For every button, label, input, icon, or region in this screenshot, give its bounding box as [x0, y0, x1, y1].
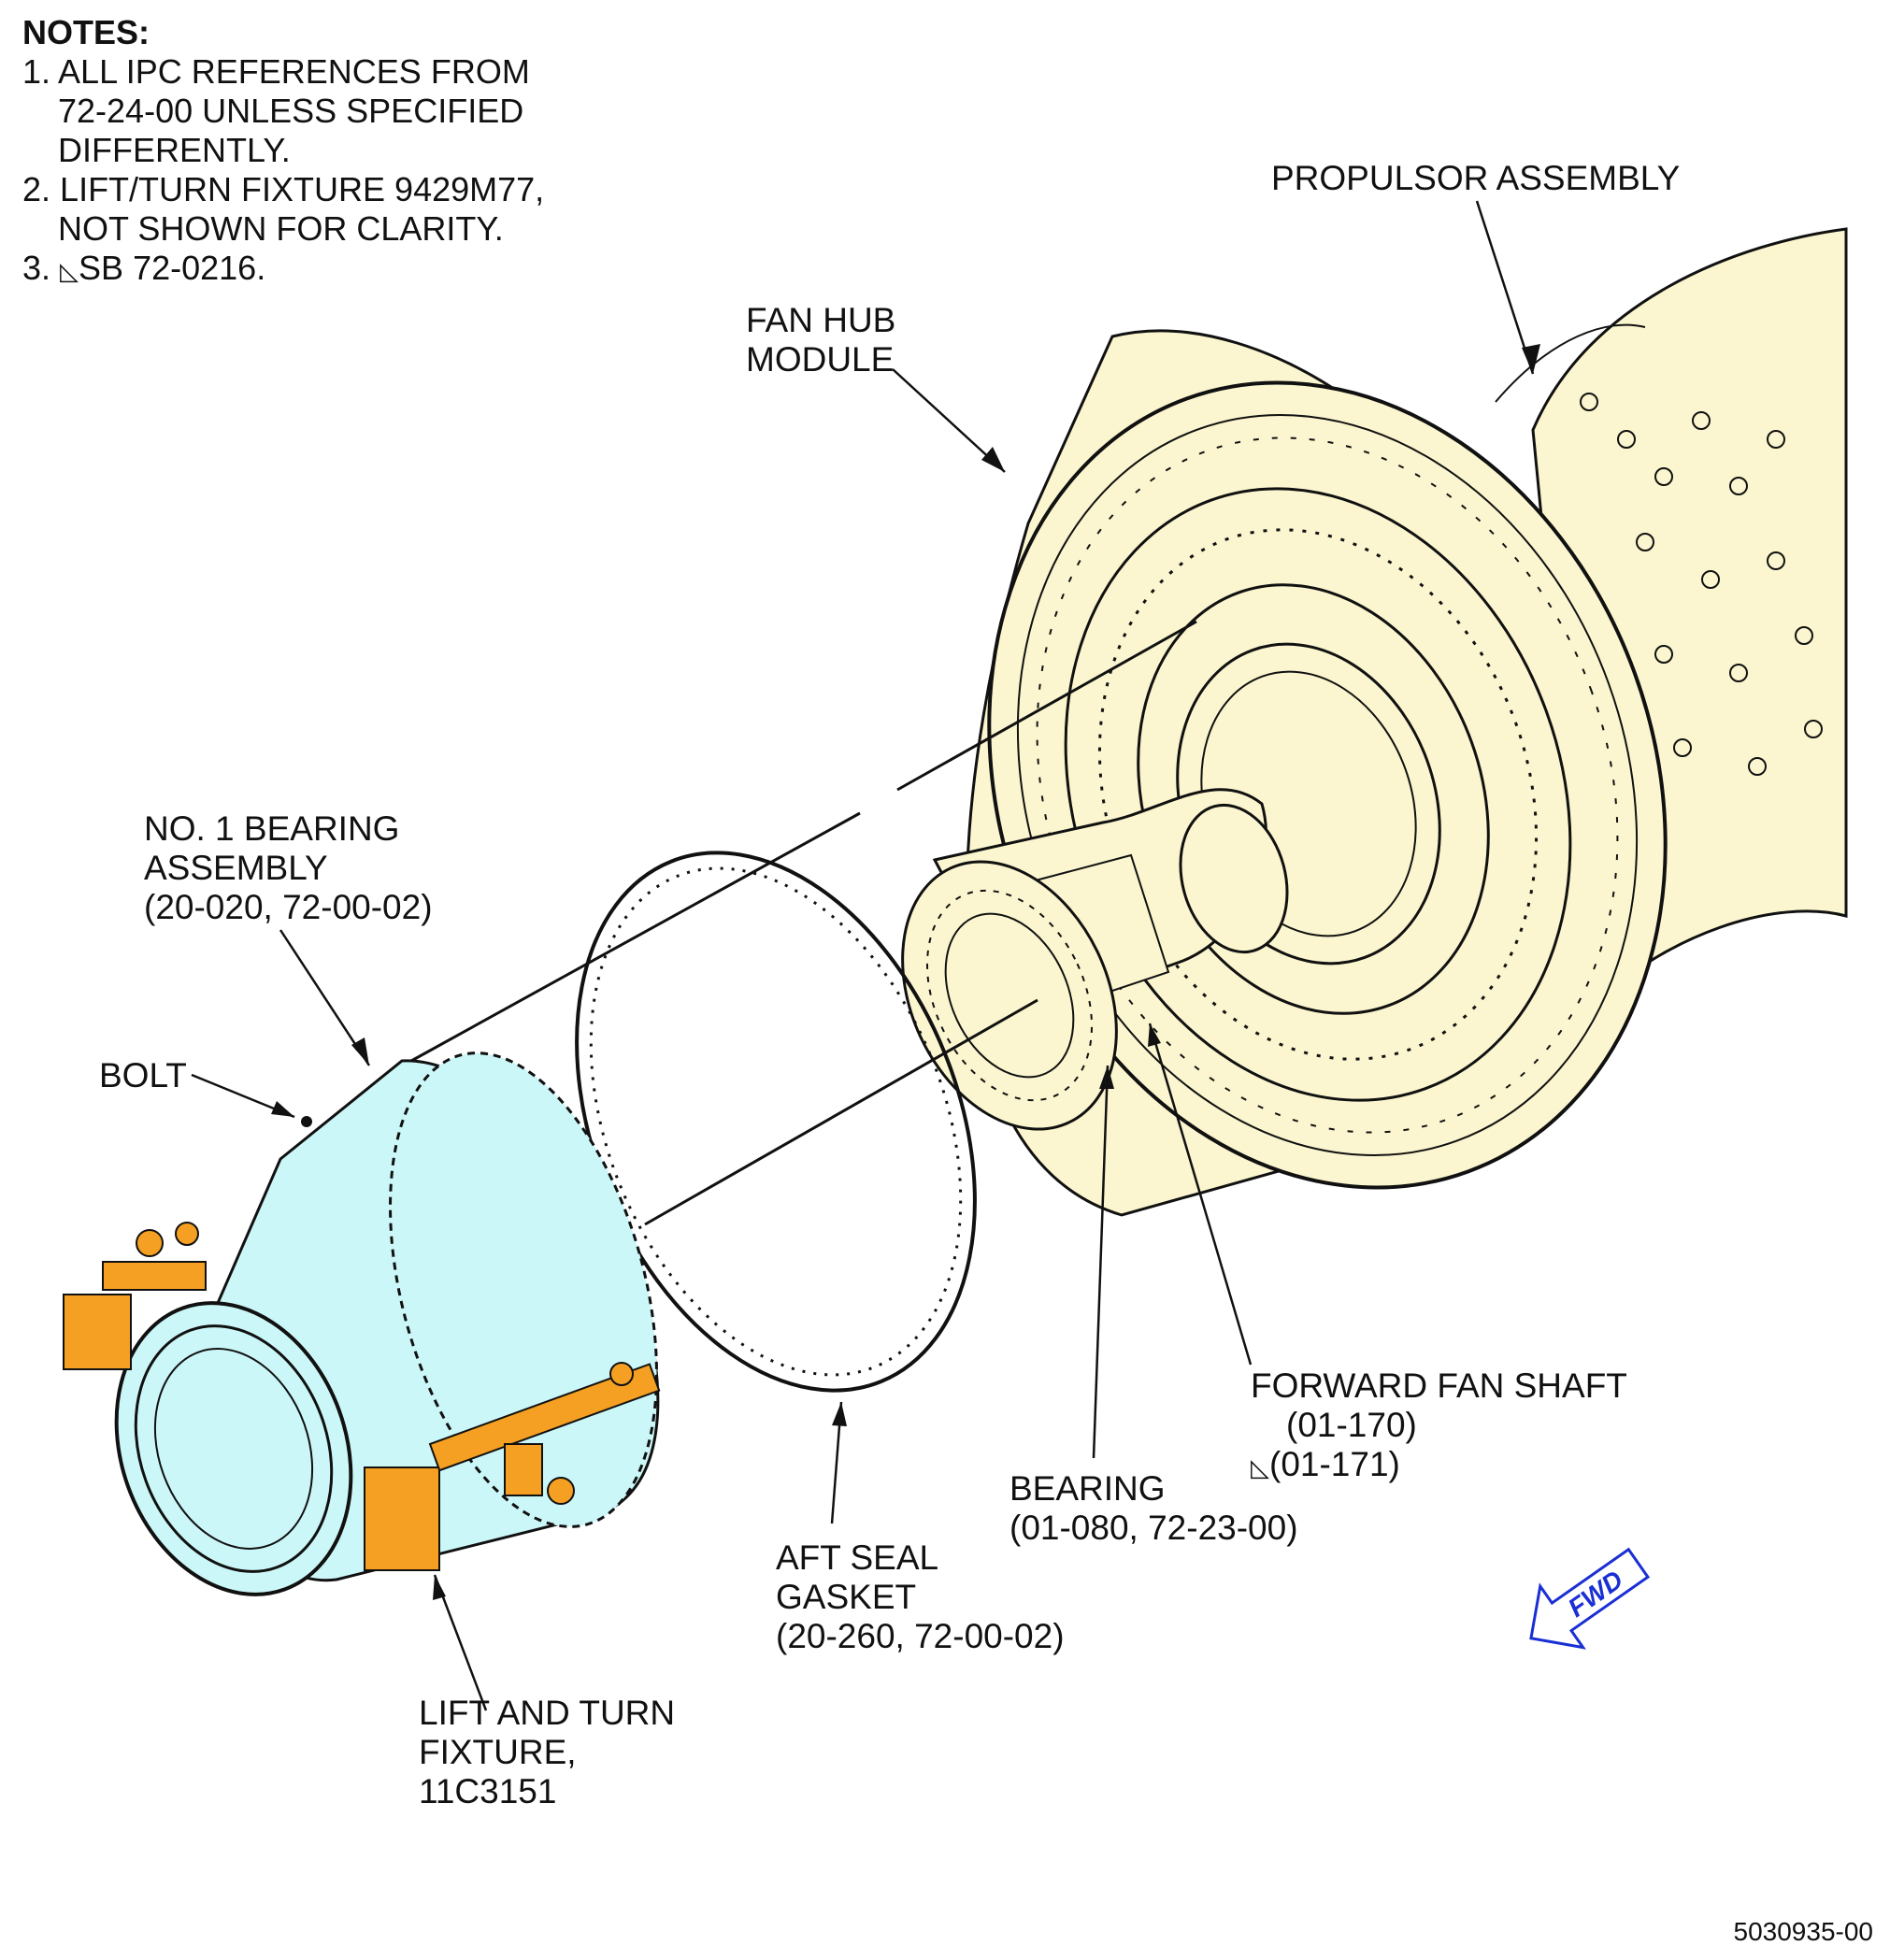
note-1: 1. ALL IPC REFERENCES FROM	[22, 52, 544, 92]
notes-block: NOTES: 1. ALL IPC REFERENCES FROM 72-24-…	[22, 13, 544, 291]
note-1-line-1: ALL IPC REFERENCES FROM	[58, 52, 530, 91]
fan-hub-label-line-1: FAN HUB	[746, 301, 896, 339]
note-2-number: 2.	[22, 170, 51, 208]
aft-seal-label-line-2: GASKET	[776, 1578, 917, 1616]
note-2-line-1: LIFT/TURN FIXTURE 9429M77,	[60, 170, 545, 208]
note-2-line-2: NOT SHOWN FOR CLARITY.	[58, 209, 504, 248]
aft-seal-gasket-label: AFT SEAL GASKET (20-260, 72-00-02)	[776, 1538, 1065, 1656]
bolt-label: BOLT	[99, 1056, 187, 1094]
leader-arrowheads	[271, 344, 1540, 1600]
forward-fan-shaft-label-line-3: (01-171)	[1269, 1445, 1400, 1483]
note-3-number: 3.	[22, 249, 51, 287]
propulsor-assembly-label: PROPULSOR ASSEMBLY	[1271, 159, 1681, 197]
aft-seal-label-line-3: (20-260, 72-00-02)	[776, 1617, 1065, 1655]
forward-fan-shaft-label-line-2: (01-170)	[1286, 1406, 1417, 1444]
fan-hub-module	[965, 329, 1668, 1217]
note-1-line-2: 72-24-00 UNLESS SPECIFIED	[58, 92, 524, 130]
alignment-lines	[410, 620, 1197, 1226]
note-3-line-1: SB 72-0216.	[79, 249, 266, 287]
forward-fan-shaft-label: FORWARD FAN SHAFT (01-170) ◺(01-171)	[1251, 1366, 1627, 1487]
no1-bearing-label-line-1: NO. 1 BEARING	[144, 809, 400, 848]
note-3: 3. ◺SB 72-0216.	[22, 249, 544, 291]
revision-triangle-icon: ◺	[1251, 1453, 1269, 1481]
no1-bearing-label: NO. 1 BEARING ASSEMBLY (20-020, 72-00-02…	[144, 809, 433, 927]
bearing-label: BEARING (01-080, 72-23-00)	[1009, 1469, 1298, 1548]
fan-hub-label-line-2: MODULE	[746, 340, 895, 379]
lift-turn-fixture	[63, 1222, 661, 1571]
bearing-label-line-1: BEARING	[1009, 1469, 1166, 1508]
note-2: 2. LIFT/TURN FIXTURE 9429M77,	[22, 170, 544, 209]
lift-turn-label-line-1: LIFT AND TURN	[419, 1694, 676, 1732]
forward-fan-shaft	[901, 788, 1289, 1131]
no1-bearing-label-line-3: (20-020, 72-00-02)	[144, 888, 433, 926]
leader-lines	[191, 200, 1535, 1711]
lift-turn-fixture-label: LIFT AND TURN FIXTURE, 11C3151	[419, 1694, 675, 1811]
lift-turn-label-line-3: 11C3151	[419, 1772, 557, 1810]
fan-hub-module-label: FAN HUB MODULE	[746, 301, 895, 379]
fwd-arrow: FWD	[1529, 1547, 1651, 1650]
forward-fan-shaft-label-line-1: FORWARD FAN SHAFT	[1251, 1366, 1627, 1405]
bolt-head	[301, 1116, 312, 1127]
aft-seal-label-line-1: AFT SEAL	[776, 1538, 939, 1577]
no1-bearing-label-line-2: ASSEMBLY	[144, 849, 328, 887]
revision-triangle-icon: ◺	[60, 257, 79, 285]
figure-id: 5030935-00	[1733, 1917, 1873, 1946]
lift-turn-label-line-2: FIXTURE,	[419, 1733, 577, 1771]
note-1-number: 1.	[22, 52, 51, 91]
bearing-label-line-2: (01-080, 72-23-00)	[1009, 1509, 1298, 1547]
note-1-line-3: DIFFERENTLY.	[58, 131, 291, 169]
notes-heading: NOTES:	[22, 13, 150, 51]
